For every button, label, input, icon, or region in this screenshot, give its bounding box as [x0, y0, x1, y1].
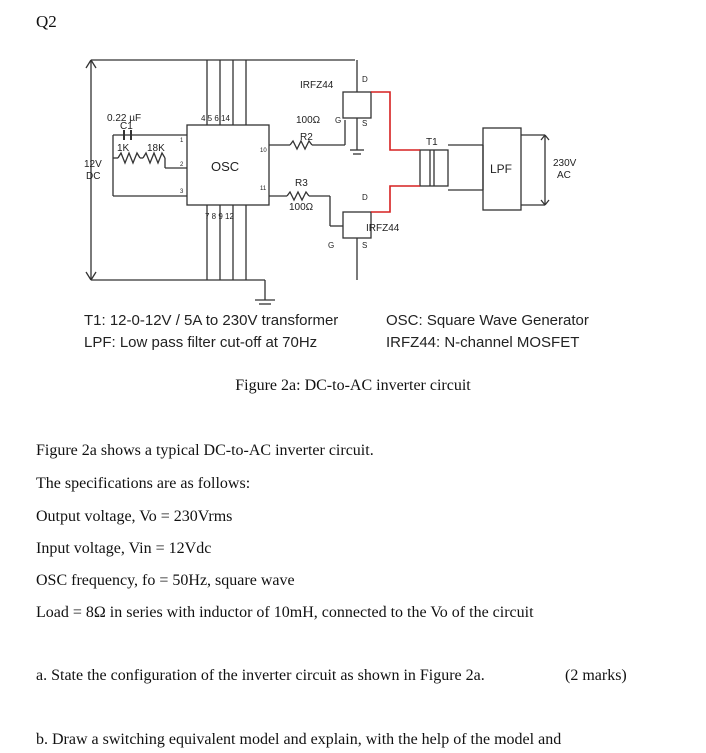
- intro-text: Figure 2a shows a typical DC-to-AC inver…: [36, 442, 374, 459]
- spec-output-voltage: Output voltage, Vo = 230Vrms: [36, 508, 233, 525]
- gate-bottom-label: G: [328, 241, 334, 250]
- question-a: a. State the configuration of the invert…: [36, 667, 485, 684]
- spec-load: Load = 8Ω in series with inductor of 10m…: [36, 604, 534, 621]
- c1-name: C1: [120, 121, 133, 132]
- question-number: Q2: [36, 12, 57, 31]
- legend-osc: OSC: Square Wave Generator: [386, 312, 589, 329]
- r-1k-label: 1K: [117, 143, 130, 154]
- supply-dc-label: DC: [86, 171, 100, 182]
- osc-bottom-pins: 7 8 9 12: [205, 212, 234, 221]
- lpf-label: LPF: [490, 162, 512, 176]
- legend-irfz44: IRFZ44: N-channel MOSFET: [386, 334, 580, 351]
- spec-input-voltage: Input voltage, Vin = 12Vdc: [36, 540, 212, 557]
- pin-10: 10: [260, 148, 267, 154]
- legend-lpf: LPF: Low pass filter cut-off at 70Hz: [84, 334, 318, 351]
- question-a-marks: (2 marks): [565, 667, 627, 684]
- supply-voltage-label: 12V: [84, 159, 102, 170]
- osc-top-pins: 4 5 6 14: [201, 114, 230, 123]
- pin-3: 3: [180, 189, 184, 195]
- output-voltage-label: 230V: [553, 158, 577, 169]
- source-top-label: S: [362, 119, 367, 128]
- figure-caption: Figure 2a: DC-to-AC inverter circuit: [235, 377, 471, 394]
- r3-name: R3: [295, 178, 308, 189]
- spec-osc-frequency: OSC frequency, fo = 50Hz, square wave: [36, 572, 295, 589]
- r2-name: R2: [300, 132, 313, 143]
- r2-value: 100Ω: [296, 115, 321, 126]
- pin-1: 1: [180, 138, 184, 144]
- question-b: b. Draw a switching equivalent model and…: [36, 731, 562, 748]
- drain-top-label: D: [362, 75, 368, 84]
- output-ac-label: AC: [557, 170, 571, 181]
- gate-top-label: G: [335, 116, 341, 125]
- drain-bottom-label: D: [362, 193, 368, 202]
- spec-intro: The specifications are as follows:: [36, 475, 251, 492]
- osc-label: OSC: [211, 159, 239, 174]
- legend-t1: T1: 12-0-12V / 5A to 230V transformer: [84, 312, 339, 329]
- source-bottom-label: S: [362, 241, 367, 250]
- mosfet-top-label: IRFZ44: [300, 80, 334, 91]
- r3-value: 100Ω: [289, 202, 314, 213]
- c1-value: 0.22 µF: [107, 113, 141, 124]
- r-18k-label: 18K: [147, 143, 165, 154]
- inverter-circuit-diagram: IRFZ44 IRFZ44 100Ω R2 R3 100Ω 0.22 µF C1…: [84, 59, 577, 305]
- t1-label: T1: [426, 137, 438, 148]
- mosfet-bottom-label: IRFZ44: [366, 223, 400, 234]
- pin-2: 2: [180, 162, 184, 168]
- pin-11: 11: [260, 186, 267, 192]
